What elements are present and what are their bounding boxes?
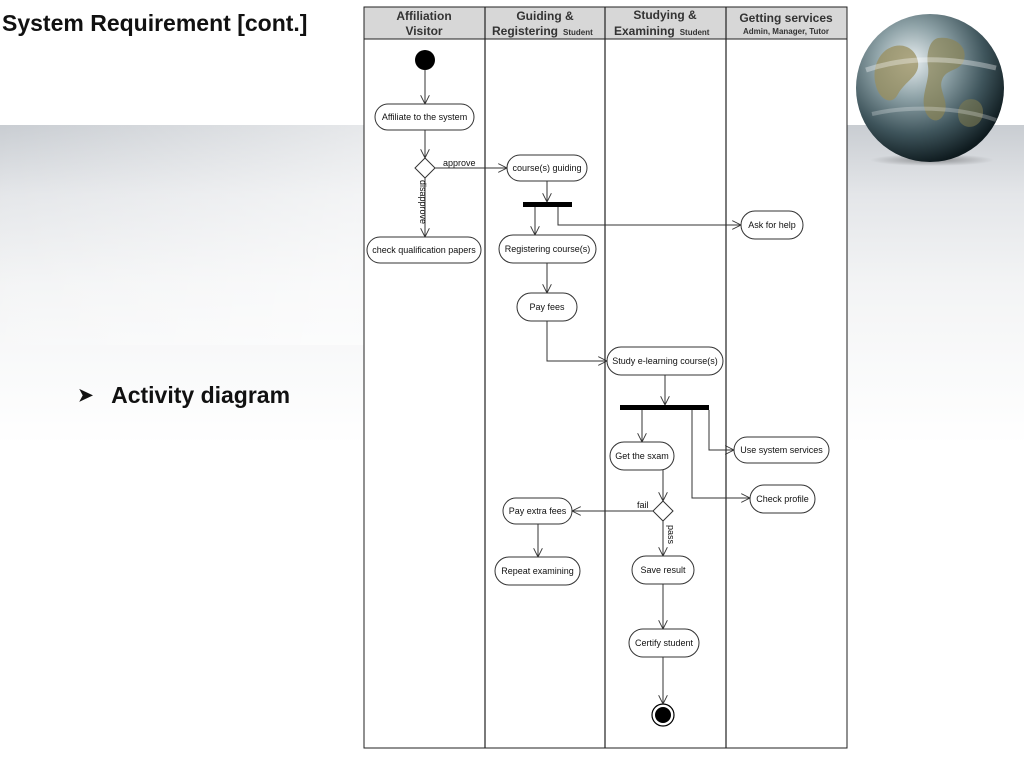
slide-title: System Requirement [cont.] [2, 10, 308, 36]
bullet-text: Activity diagram [111, 382, 291, 408]
edge-label-fail: fail [637, 500, 649, 510]
flow-edge [708, 410, 734, 450]
activity-label: course(s) guiding [512, 163, 581, 173]
activity-use-services: Use system services [733, 436, 830, 464]
edge-label-pass: pass [666, 525, 676, 545]
activity-label: Certify student [635, 638, 694, 648]
fork-bar [620, 405, 709, 410]
activity-save-result: Save result [631, 555, 695, 585]
lane-title: Registering Student [492, 24, 593, 38]
flow-edge [546, 321, 607, 361]
activity-label: Pay fees [529, 302, 565, 312]
activity-repeat: Repeat examining [494, 556, 581, 586]
activity-label: Use system services [740, 445, 823, 455]
lane-subtitle: Admin, Manager, Tutor [743, 27, 829, 36]
globe-icon [856, 14, 1004, 166]
activity-get-exam: Get the sxam [609, 441, 675, 471]
activity-registering: Registering course(s) [498, 234, 597, 264]
lane-title: Getting services [739, 11, 833, 25]
edge-label-disapprove: disapprove [418, 180, 428, 224]
arrowhead-bullet-icon: ➤ [78, 385, 94, 405]
activity-study: Study e-learning course(s) [606, 346, 724, 376]
activity-label: Check profile [756, 494, 809, 504]
activity-label: Affiliate to the system [382, 112, 467, 122]
flow-edge [691, 410, 750, 498]
activity-label: Save result [640, 565, 686, 575]
activity-guiding: course(s) guiding [506, 154, 588, 182]
lane-title-main: Examining [614, 24, 675, 38]
lane-title: Affiliation [396, 9, 451, 23]
flow-edge [557, 207, 741, 225]
activity-pay-extra: Pay extra fees [502, 497, 573, 525]
activity-label: check qualification papers [372, 245, 476, 255]
activity-check-papers: check qualification papers [366, 236, 482, 264]
activity-label: Study e-learning course(s) [612, 356, 718, 366]
fork-bar [523, 202, 572, 207]
activity-ask-help: Ask for help [740, 210, 804, 240]
lane-title: Visitor [405, 24, 442, 38]
edge-label-approve: approve [443, 158, 476, 168]
start-node [415, 50, 435, 70]
bullet-item: ➤ Activity diagram [78, 382, 290, 409]
activity-label: Pay extra fees [509, 506, 567, 516]
end-node-core [655, 707, 671, 723]
lane-subtitle: Student [680, 28, 710, 37]
activity-pay-fees: Pay fees [516, 292, 578, 322]
lane-title: Guiding & [516, 9, 574, 23]
lane-title: Examining Student [614, 24, 710, 38]
activity-check-profile: Check profile [749, 484, 816, 514]
lane-subtitle: Student [563, 28, 593, 37]
activity-label: Get the sxam [615, 451, 669, 461]
activity-label: Registering course(s) [505, 244, 591, 254]
activity-certify: Certify student [628, 628, 700, 658]
lane-title-main: Registering [492, 24, 558, 38]
lane-title: Studying & [633, 8, 697, 22]
activity-affiliate: Affiliate to the system [374, 103, 475, 131]
activity-label: Repeat examining [501, 566, 574, 576]
activity-label: Ask for help [748, 220, 796, 230]
